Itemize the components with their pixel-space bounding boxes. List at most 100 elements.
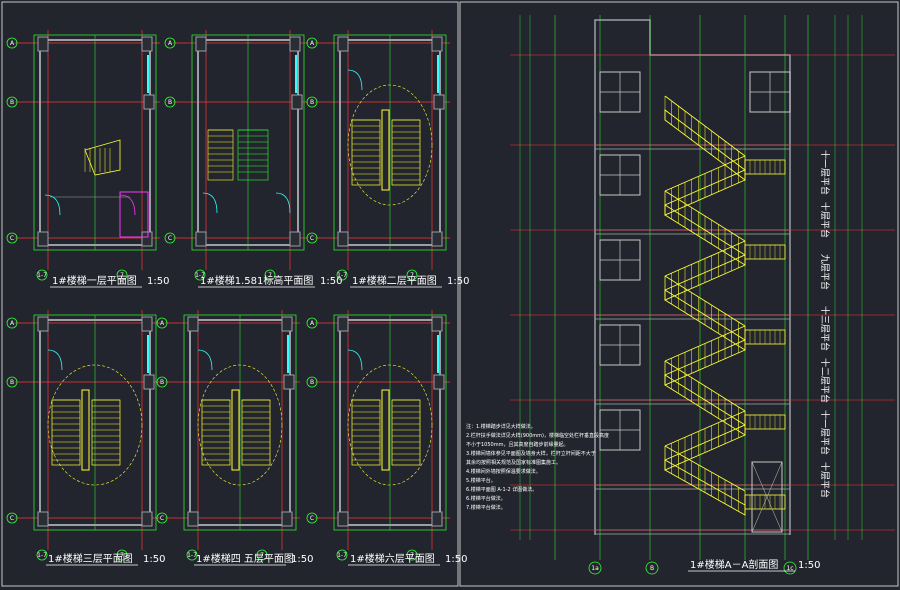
axis-bubble-label: 7 xyxy=(120,552,124,559)
axis-bubble-b xyxy=(6,96,18,108)
axis-bubble-label: 7 xyxy=(268,272,272,279)
axis-bubble-label: B xyxy=(10,99,14,106)
axis-bubble-label: B xyxy=(650,565,654,572)
stair-flight-section xyxy=(664,190,746,266)
handrail xyxy=(664,190,746,242)
plan-scale: 1:50 xyxy=(291,554,313,565)
stair-wall xyxy=(39,39,151,246)
column xyxy=(431,511,443,527)
stair-wall xyxy=(339,39,441,246)
dashed-ellipse xyxy=(197,364,283,486)
axis-bubble-bottom-left xyxy=(336,549,348,561)
axis-bubble-a xyxy=(306,317,318,329)
section-axis-bubble xyxy=(783,561,797,575)
axis-bubble-a xyxy=(156,317,168,329)
axis-bubble-bottom-left xyxy=(186,549,198,561)
column xyxy=(431,316,443,332)
door-swing xyxy=(44,194,61,216)
axis-bubble-label: C xyxy=(310,235,314,242)
axis-bubble-label: 1a xyxy=(591,565,599,572)
plan-title: 1#楼梯三层平面图 xyxy=(48,552,133,565)
stair-flight-right xyxy=(241,399,271,466)
door-swing xyxy=(119,194,136,216)
column xyxy=(283,374,295,390)
floor-label: 十层平台 xyxy=(819,202,831,238)
column xyxy=(431,231,443,247)
column xyxy=(195,231,207,247)
stair-flight-section xyxy=(664,410,746,471)
axis-bubble-b xyxy=(164,96,176,108)
axis-bubble-bottom-left xyxy=(36,269,48,281)
stair-flight-left xyxy=(51,399,81,466)
axis-bubble-label: A xyxy=(160,320,165,327)
section-title: 1#楼梯A－A剖面图 xyxy=(690,558,778,571)
plan-title: 1#楼梯一层平面图 xyxy=(52,274,137,287)
axis-bubble-c xyxy=(164,232,176,244)
door-swing xyxy=(202,192,218,214)
door-swing xyxy=(197,349,213,371)
section-axis-bubble xyxy=(645,561,659,575)
handrail xyxy=(664,445,746,492)
axis-bubble-a xyxy=(164,37,176,49)
axis-bubble-bottom-right xyxy=(406,269,418,281)
floor-label: 十二层平台 xyxy=(819,358,831,403)
column xyxy=(433,374,445,390)
stair-flight xyxy=(207,129,234,181)
plan-title: 1#楼梯二层平面图 xyxy=(352,274,437,287)
handrail xyxy=(664,240,746,277)
stair-flight-right xyxy=(391,119,421,186)
stair-wall xyxy=(197,39,299,246)
floor-slab xyxy=(594,144,791,150)
plan-scale: 1:50 xyxy=(320,276,342,287)
door-swing xyxy=(347,69,363,91)
axis-bubble-label: 1-7 xyxy=(37,272,47,279)
column xyxy=(141,316,153,332)
stair-flight-right xyxy=(391,399,421,466)
axis-bubble-label: 1-7 xyxy=(37,552,47,559)
axis-bubble-label: 7 xyxy=(410,272,414,279)
column xyxy=(37,511,49,527)
floor-label: 十一层平台 xyxy=(819,150,831,195)
section-note: 注：1.楼梯踏步详见大样做法。 xyxy=(466,423,536,430)
column xyxy=(281,316,293,332)
axis-bubble-label: A xyxy=(310,40,315,47)
section-note: 2.栏杆扶手做法详见大样(900mm)，楼梯临空处栏杆垂直段高度 xyxy=(466,432,609,439)
handrail xyxy=(664,325,746,362)
column xyxy=(337,36,349,52)
stair-run xyxy=(84,139,121,176)
plan-title: 1#楼梯1.581标高平面图 xyxy=(200,274,313,287)
handrail xyxy=(664,155,746,192)
axis-bubble-c xyxy=(6,232,18,244)
column xyxy=(195,36,207,52)
stair-flight-section xyxy=(664,325,746,386)
axis-bubble-label: B xyxy=(160,379,164,386)
stair-flight-left xyxy=(351,399,381,466)
column xyxy=(141,36,153,52)
axis-bubble-label: 1-7 xyxy=(337,552,347,559)
axis-bubble-label: B xyxy=(310,379,314,386)
column xyxy=(337,231,349,247)
dashed-ellipse xyxy=(347,84,433,206)
plan-title: 1#楼梯四 五层平面图 xyxy=(196,552,294,565)
axis-bubble-bottom-right xyxy=(116,269,128,281)
axis-bubble-label: B xyxy=(168,99,172,106)
axis-bubble-c xyxy=(6,512,18,524)
axis-bubble-label: C xyxy=(160,515,164,522)
plan-scale: 1:50 xyxy=(445,554,467,565)
axis-bubble-c xyxy=(306,232,318,244)
column xyxy=(37,316,49,332)
axis-bubble-label: 7 xyxy=(410,552,414,559)
axis-bubble-a xyxy=(6,37,18,49)
axis-bubble-bottom-left xyxy=(194,269,206,281)
floor-label: 十一层平台 xyxy=(819,410,831,455)
floor-label: 九层平台 xyxy=(819,254,831,290)
plan-scale: 1:50 xyxy=(143,554,165,565)
left-panel-frame xyxy=(1,1,459,587)
axis-bubble-b xyxy=(156,376,168,388)
